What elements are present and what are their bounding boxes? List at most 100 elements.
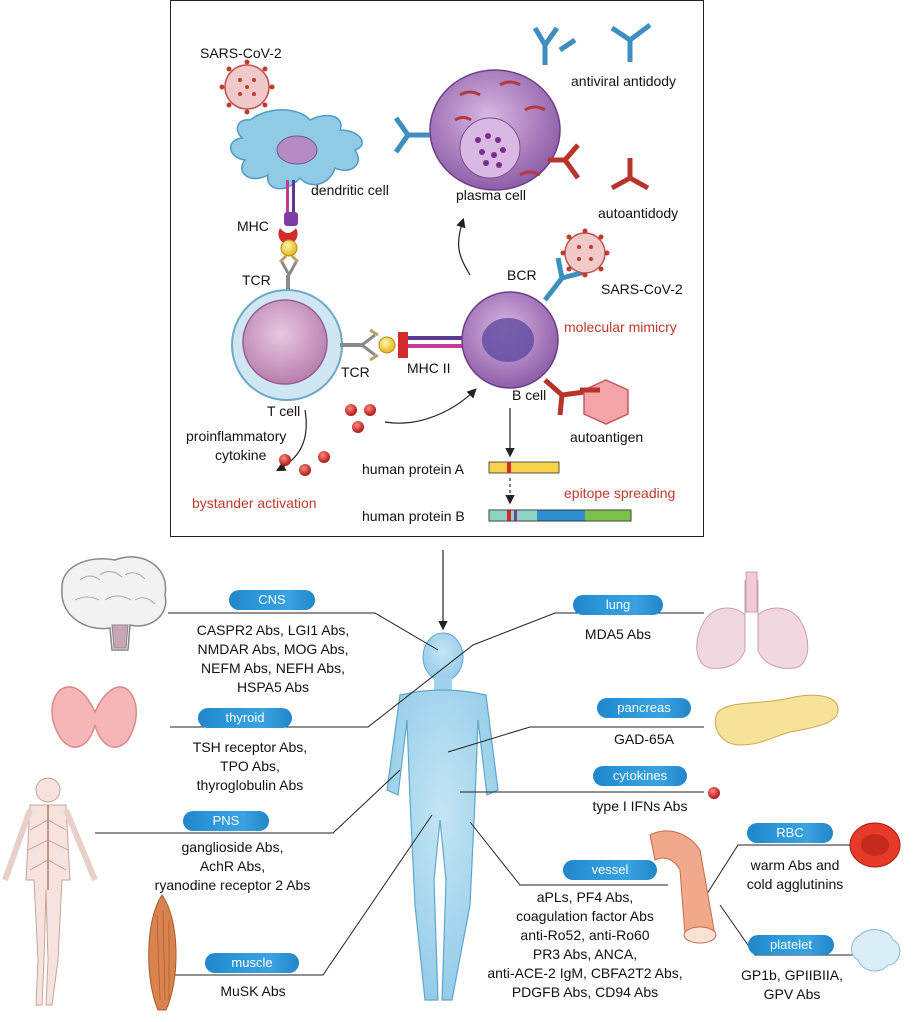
human-protein-b-label: human protein B: [362, 508, 465, 524]
nervous-system-figure: [2, 777, 98, 1006]
mechanism-panel: [170, 0, 704, 537]
platelet-icon: [851, 929, 901, 972]
epitope-spreading-label: epitope spreading: [564, 485, 676, 501]
cytokines-abs-line: type I IFNs Abs: [592, 798, 688, 814]
muscle-abs: MuSK Abs: [208, 982, 298, 1001]
tcr-side-label: TCR: [341, 364, 370, 380]
plasma-cell-label: plasma cell: [456, 187, 527, 203]
human-protein-b-bar: [488, 509, 632, 522]
mhc-tcr-complex: [278, 180, 300, 297]
lung-icon: [696, 571, 809, 669]
human-protein-a-bar: [488, 461, 560, 474]
platelet-pill: platelet: [748, 935, 834, 955]
human-protein-a-label: human protein A: [362, 461, 464, 477]
bcr-antibody: [543, 257, 586, 416]
thyroid-abs-line: TPO Abs,: [220, 758, 280, 774]
pns-abs-line: ganglioside Abs,: [181, 839, 284, 855]
blood-vessel-icon: [649, 830, 717, 944]
sars-cov2-label-top: SARS-CoV-2: [200, 45, 282, 61]
vessel-line: [469, 821, 668, 886]
proinflammatory-label: proinflammatory: [186, 428, 287, 444]
sars-cov2-virus-top: [219, 59, 275, 115]
rbc-pill: RBC: [747, 823, 833, 843]
cytokines-pill: cytokines: [593, 766, 687, 786]
b-cell: [461, 291, 559, 389]
rbc-icon: [849, 822, 901, 868]
vessel-abs-line: coagulation factor Abs: [516, 908, 654, 924]
platelet-abs-line: GPV Abs: [763, 986, 821, 1002]
cns-abs-line: NEFM Abs, NEFH Abs,: [201, 660, 345, 676]
autoantigen-label: autoantigen: [570, 429, 644, 445]
pancreas-abs-line: GAD-65A: [614, 731, 674, 747]
brain-icon: [61, 556, 167, 651]
autoantibodies: [548, 143, 650, 393]
t-to-bystander-arrow: [275, 409, 307, 472]
muscle-icon: [148, 894, 177, 1011]
platelet-abs: GP1b, GPIIBIIA, GPV Abs: [732, 966, 852, 1004]
muscle-line: [168, 814, 433, 976]
mhc-ii-label: MHC II: [407, 360, 451, 376]
b-cell-label: B cell: [512, 387, 547, 403]
vessel-abs-line: anti-ACE-2 IgM, CBFA2T2 Abs,: [487, 965, 683, 981]
thyroid-pill: thyroid: [198, 708, 292, 728]
pns-pill: PNS: [183, 811, 269, 831]
thyroid-abs: TSH receptor Abs, TPO Abs, thyroglobulin…: [160, 738, 340, 795]
pancreas-abs: GAD-65A: [594, 730, 694, 749]
tcr-side: [340, 328, 463, 362]
thyroid-abs-line: TSH receptor Abs,: [192, 739, 308, 755]
autoantibody-label: autoantidody: [598, 205, 679, 221]
cytokine-dots: [279, 404, 376, 476]
pns-abs-line: AchR Abs,: [199, 858, 266, 874]
pancreas-pill: pancreas: [597, 698, 691, 718]
muscle-pill: muscle: [205, 953, 299, 973]
lung-pill: lung: [573, 595, 663, 615]
pns-line: [95, 769, 401, 834]
t-cell-label: T cell: [267, 403, 301, 419]
mhc-label: MHC: [237, 218, 269, 234]
cns-abs-line: HSPA5 Abs: [236, 679, 310, 695]
human-body: [386, 632, 499, 1001]
cns-abs-line: CASPR2 Abs, LGI1 Abs,: [196, 622, 350, 638]
bystander-activation-label: bystander activation: [192, 495, 317, 511]
vessel-abs: aPLs, PF4 Abs, coagulation factor Abs an…: [480, 888, 690, 1002]
pancreas-icon: [714, 694, 839, 746]
rbc-abs-line: cold agglutinins: [746, 876, 844, 892]
antiviral-antibodies: [393, 23, 652, 154]
dendritic-cell: [230, 109, 363, 190]
vessel-pill: vessel: [563, 860, 657, 880]
vessel-abs-line: aPLs, PF4 Abs,: [536, 889, 634, 905]
lung-abs: MDA5 Abs: [572, 625, 664, 644]
pancreas-line: [447, 726, 704, 753]
tcr-top-label: TCR: [242, 272, 271, 288]
bcr-label: BCR: [507, 267, 537, 283]
dendritic-cell-label: dendritic cell: [311, 182, 389, 198]
sars-cov2-label-b: SARS-CoV-2: [601, 281, 683, 297]
molecular-mimicry-label: molecular mimicry: [564, 319, 677, 335]
cytokine-label: cytokine: [215, 447, 267, 463]
cytokine-dot: [708, 787, 720, 799]
vessel-abs-line: anti-Ro52, anti-Ro60: [520, 927, 650, 943]
cns-pill: CNS: [229, 590, 315, 610]
vessel-abs-line: PDGFB Abs, CD94 Abs: [511, 984, 659, 1000]
rbc-abs: warm Abs and cold agglutinins: [735, 856, 855, 894]
pns-abs-line: ryanodine receptor 2 Abs: [154, 877, 311, 893]
plasma-cell: [429, 69, 561, 191]
cns-line: [168, 612, 439, 651]
cns-abs: CASPR2 Abs, LGI1 Abs, NMDAR Abs, MOG Abs…: [178, 621, 368, 697]
platelet-abs-line: GP1b, GPIIBIIA,: [741, 967, 843, 983]
t-cell: [231, 289, 343, 401]
autoantigen-shape: [583, 379, 629, 425]
antiviral-antibody-label: antiviral antidody: [571, 73, 677, 89]
rbc-abs-line: warm Abs and: [750, 857, 840, 873]
muscle-abs-line: MuSK Abs: [220, 983, 286, 999]
sars-cov2-virus-b: [560, 228, 610, 278]
thyroid-icon: [51, 686, 137, 748]
cns-abs-line: NMDAR Abs, MOG Abs,: [197, 641, 349, 657]
rbc-line: [704, 844, 890, 898]
cytokines-abs: type I IFNs Abs: [580, 797, 700, 816]
thyroid-abs-line: thyroglobulin Abs: [196, 777, 304, 793]
vessel-abs-line: PR3 Abs, ANCA,: [532, 946, 638, 962]
arrows: [275, 217, 515, 631]
cytokine-to-b-arrow: [384, 388, 477, 424]
